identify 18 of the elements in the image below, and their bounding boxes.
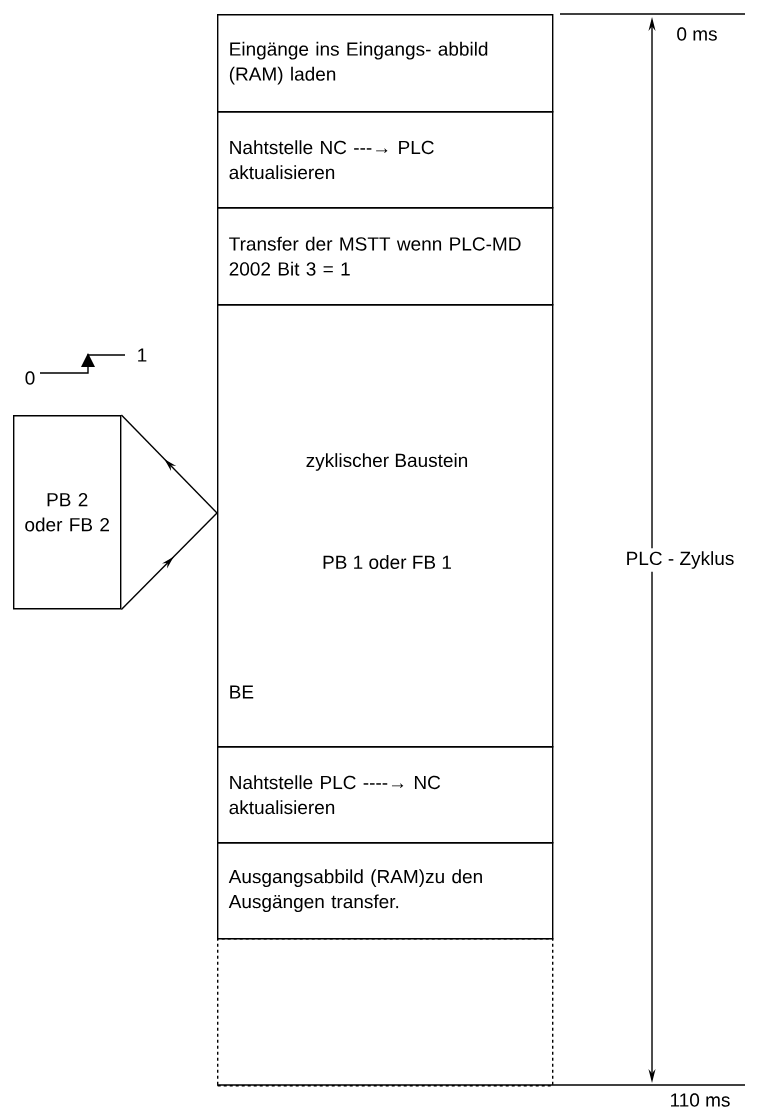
arrow <box>120 414 218 514</box>
step-box: Nahtstelle PLC ----→ NC aktualisieren <box>217 746 554 844</box>
block-text: PB 1 oder FB 1 <box>323 555 451 569</box>
dimension-label: PLC - Zyklus <box>622 548 738 572</box>
empty-block <box>217 938 554 1087</box>
program-block <box>217 304 554 748</box>
block-text: BE <box>230 685 254 699</box>
step-box: Eingänge ins Eingangs- abbild (RAM) laden <box>217 14 554 113</box>
arrow <box>120 512 218 611</box>
block-text: zyklischer Baustein <box>306 453 468 471</box>
block-box: PB 2 oder FB 2 <box>13 415 122 610</box>
step-box: Nahtstelle NC ---→ PLC aktualisieren <box>217 111 554 209</box>
time-label: 110 ms <box>666 1090 734 1110</box>
signal-level-label: 0 <box>21 368 39 388</box>
step-box: Ausgangsabbild (RAM)zu den Ausgängen transfer. <box>217 842 554 940</box>
time-label: 0 ms <box>673 24 721 44</box>
signal-level-label: 1 <box>133 345 151 365</box>
step-box: Transfer der MSTT wenn PLC-MD 2002 Bit 3 = 1 <box>217 207 554 306</box>
